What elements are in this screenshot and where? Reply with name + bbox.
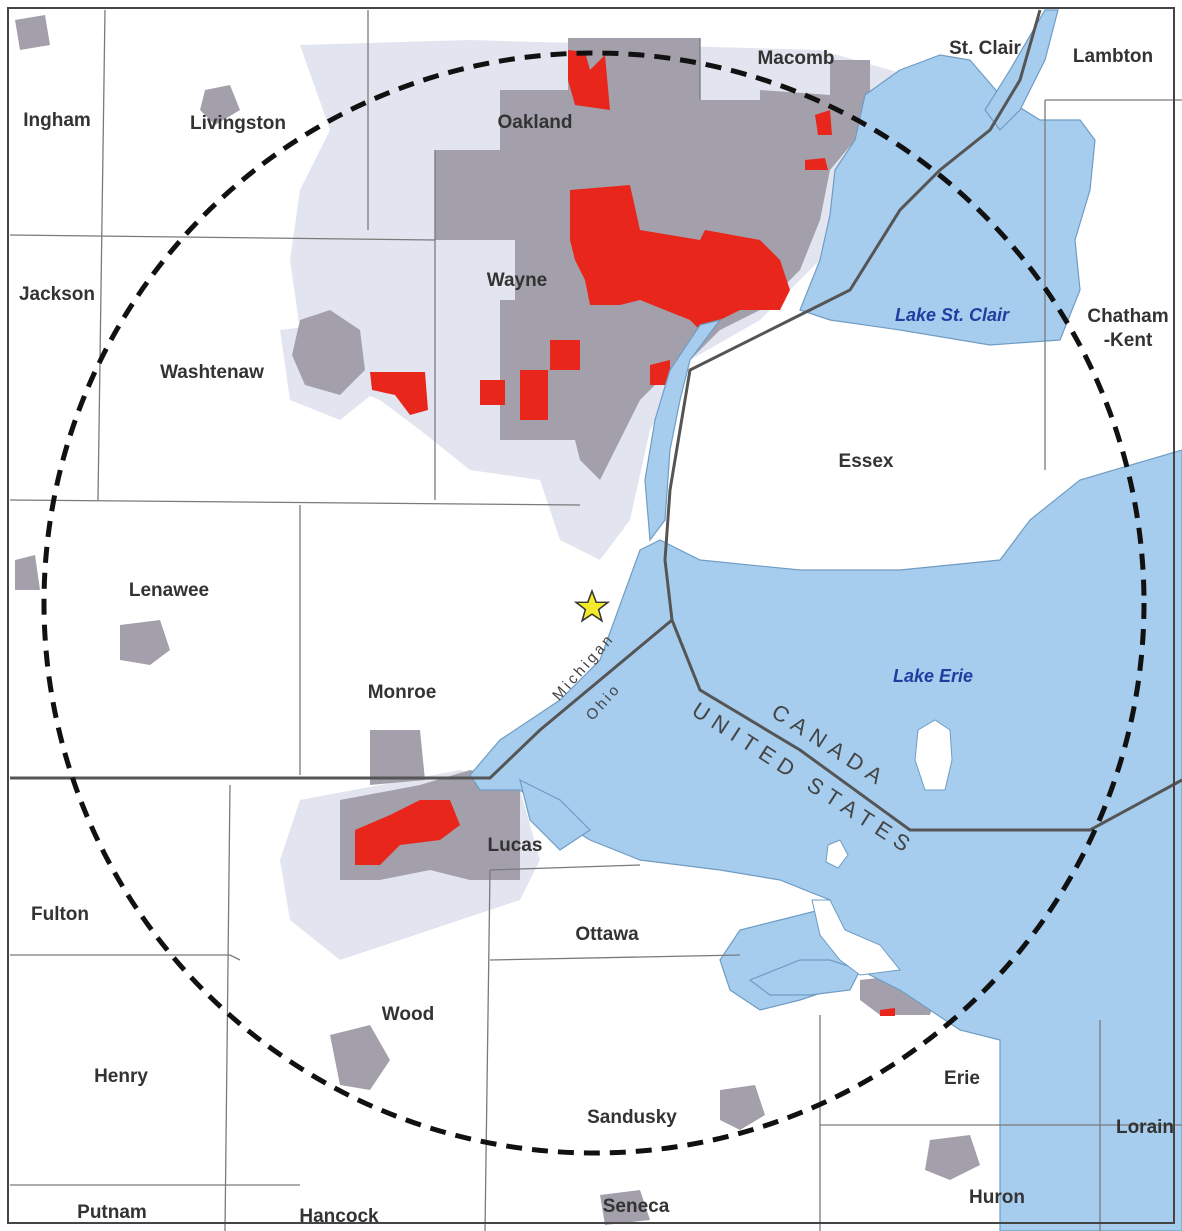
lake-erie-water	[469, 449, 1182, 1231]
county-line-v1	[97, 9, 106, 501]
urban-core-ann-arbor	[370, 372, 428, 415]
urban-area-jackson	[15, 555, 40, 590]
label-lenawee: Lenawee	[129, 580, 209, 601]
island-layer	[811, 719, 953, 976]
urban-area-fremont	[720, 1085, 765, 1130]
urban-core-layer	[355, 50, 895, 1016]
label-kent: -Kent	[1104, 330, 1153, 351]
county-line-h2	[9, 499, 581, 506]
urban-core-st-clair-shores	[815, 110, 832, 135]
urban-core-toledo	[355, 800, 460, 865]
label-seneca: Seneca	[603, 1196, 670, 1217]
label-monroe: Monroe	[368, 682, 437, 703]
marblehead-peninsula	[811, 899, 901, 976]
county-line-h1	[9, 234, 436, 241]
urban-area-washtenaw	[292, 310, 365, 395]
urban-core-warren	[805, 158, 828, 170]
urban-core-pontiac	[568, 50, 610, 110]
label-putnam: Putnam	[77, 1202, 147, 1223]
label-fulton: Fulton	[31, 904, 89, 925]
label-livingston: Livingston	[190, 113, 286, 134]
county-line-v5	[224, 784, 231, 1231]
urban-core-detroit	[570, 185, 790, 330]
label-lake-st-clair: Lake St. Clair	[895, 305, 1010, 325]
urban-area-north-west	[15, 15, 50, 50]
label-jackson: Jackson	[19, 284, 95, 305]
urban-area-sandusky-oh	[925, 1135, 980, 1180]
lake-st-clair-water	[799, 54, 1096, 346]
label-st-clair: St. Clair	[949, 38, 1021, 59]
urban-core-wyandotte	[650, 360, 670, 385]
label-essex: Essex	[839, 451, 894, 472]
urban-core-sandusky	[880, 1008, 895, 1016]
star-icon	[573, 588, 611, 623]
label-wayne: Wayne	[487, 270, 548, 291]
us-canada-boundary	[670, 619, 1182, 832]
label-sandusky: Sandusky	[587, 1107, 677, 1128]
urban-core-taylor	[520, 370, 548, 420]
label-huron: Huron	[969, 1187, 1025, 1208]
label-lambton: Lambton	[1073, 46, 1153, 67]
lake-labels: Lake St. Clair Lake Erie	[893, 305, 1010, 686]
urban-area-adrian	[120, 620, 170, 665]
label-oakland: Oakland	[498, 112, 573, 133]
label-erie: Erie	[944, 1068, 980, 1089]
label-lucas: Lucas	[488, 835, 543, 856]
label-chatham: Chatham	[1087, 306, 1168, 327]
maumee-bay-water	[519, 778, 591, 851]
urban-area-bowling-green	[330, 1025, 390, 1090]
county-line-h3	[10, 954, 241, 961]
urban-area-tiffin	[600, 1190, 650, 1225]
urban-core-dearborn	[550, 340, 580, 370]
detroit-river-water	[644, 319, 722, 542]
county-line-v6	[484, 869, 491, 1231]
label-macomb: Macomb	[757, 48, 834, 69]
county-labels: Ingham Livingston Oakland Macomb St. Cla…	[19, 38, 1174, 1227]
county-boundaries	[9, 9, 1182, 1231]
water-layer	[469, 9, 1182, 1231]
pelee-island	[914, 719, 953, 791]
kelleys-island	[825, 839, 849, 869]
label-lorain: Lorain	[1116, 1117, 1174, 1138]
label-ingham: Ingham	[23, 110, 91, 131]
label-henry: Henry	[94, 1066, 148, 1087]
county-line-h4	[489, 954, 741, 961]
label-lake-erie: Lake Erie	[893, 666, 973, 686]
radius-circle	[41, 50, 1147, 1156]
label-ottawa: Ottawa	[575, 924, 639, 945]
urban-area-howell	[200, 85, 240, 125]
us-canada-boundary-north	[663, 9, 1042, 621]
county-line-h5	[489, 864, 641, 871]
urban-area-monroe	[370, 730, 425, 785]
political-boundaries	[10, 9, 1182, 832]
label-hancock: Hancock	[299, 1206, 379, 1227]
label-washtenaw: Washtenaw	[160, 362, 264, 383]
sandusky-bay-water	[748, 959, 861, 996]
urban-core-ypsilanti	[480, 380, 505, 405]
label-wood: Wood	[382, 1004, 434, 1025]
map-frame	[7, 7, 1175, 1224]
michigan-ohio-boundary	[10, 618, 673, 780]
